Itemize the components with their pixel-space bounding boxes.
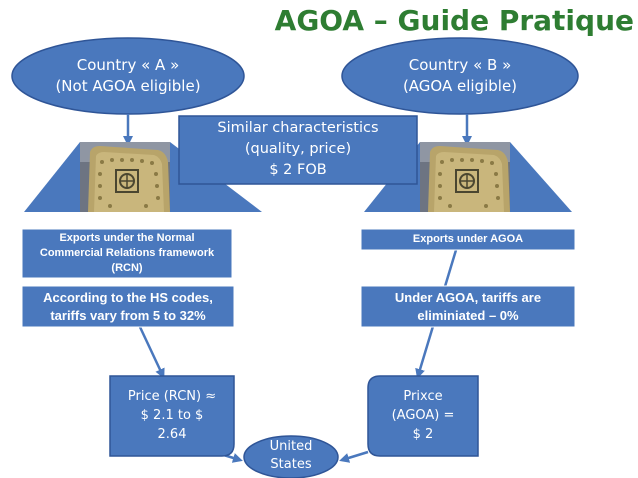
left-exports-box <box>21 228 233 279</box>
country-b-label: Country « B » (AGOA eligible) <box>342 55 578 97</box>
left-exports-label: Exports under the Normal Commercial Rela… <box>22 231 232 276</box>
right-price-line1: Prixce <box>403 389 443 404</box>
similar-characteristics-box <box>178 115 418 185</box>
destination-line2: States <box>270 457 312 472</box>
similar-line3: $ 2 FOB <box>269 162 327 178</box>
similar-line1: Similar characteristics <box>217 120 379 136</box>
arrow-left-to-price <box>138 326 165 379</box>
left-price-label: Price (RCN) ≈ $ 2.1 to $ 2.64 <box>110 387 234 444</box>
left-price-line3: 2.64 <box>157 427 187 442</box>
left-product-photo <box>80 142 170 212</box>
right-tariff-box <box>360 285 576 328</box>
left-exports-line1: Exports under the Normal <box>59 232 195 244</box>
country-a-label: Country « A » (Not AGOA eligible) <box>12 55 244 97</box>
left-tariff-box <box>21 285 235 328</box>
left-tariff-line2: tariffs vary from 5 to 32% <box>50 308 206 323</box>
left-exports-line2: Commercial Relations framework <box>39 247 215 259</box>
page-title: AGOA – Guide Pratique <box>274 4 634 37</box>
right-product-photo <box>420 142 510 212</box>
right-tariff-label: Under AGOA, tariffs are eliminiated – 0% <box>361 289 575 325</box>
left-price-line2: $ 2.1 to $ <box>140 408 204 423</box>
destination-line1: United <box>269 439 313 454</box>
country-b-line2: (AGOA eligible) <box>402 77 518 95</box>
right-price-line2: (AGOA) = <box>391 408 455 423</box>
left-price-box <box>109 375 235 457</box>
country-b-ellipse <box>341 37 579 115</box>
right-exports-box <box>360 228 576 251</box>
arrow-right-to-us <box>339 450 369 463</box>
similar-characteristics-label: Similar characteristics (quality, price)… <box>179 118 417 181</box>
country-a-line2: (Not AGOA eligible) <box>55 77 201 95</box>
right-exports-label: Exports under AGOA <box>361 232 575 247</box>
right-tariff-line1: Under AGOA, tariffs are <box>394 290 542 305</box>
left-price-line1: Price (RCN) ≈ <box>127 389 217 404</box>
right-price-line3: $ 2 <box>412 427 434 442</box>
country-a-line1: Country « A » <box>76 56 180 74</box>
right-price-box <box>367 375 479 457</box>
left-tariff-label: According to the HS codes, tariffs vary … <box>22 289 234 325</box>
country-b-line1: Country « B » <box>408 56 512 74</box>
united-states-ellipse <box>243 435 339 478</box>
right-exports-line1: Exports under AGOA <box>412 233 524 245</box>
right-tariff-line2: eliminiated – 0% <box>417 308 519 323</box>
left-tariff-line1: According to the HS codes, <box>43 290 213 305</box>
destination-label: United States <box>244 438 338 474</box>
left-exports-line3: (RCN) <box>111 262 143 274</box>
similar-line2: (quality, price) <box>244 141 352 157</box>
right-price-label: Prixce (AGOA) = $ 2 <box>368 387 478 444</box>
